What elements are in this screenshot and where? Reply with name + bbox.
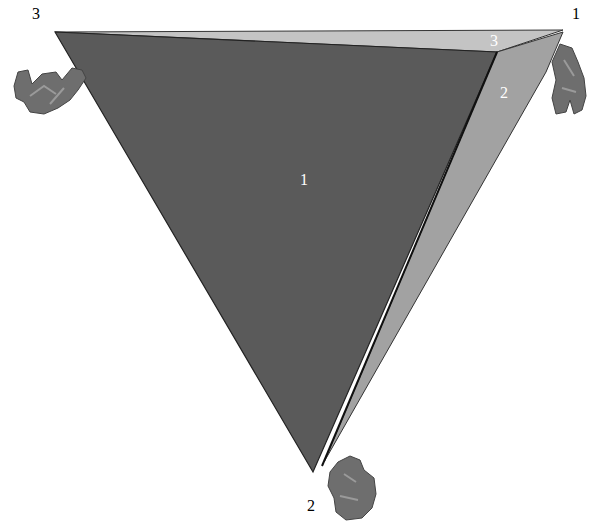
vertex-number: 2: [307, 498, 315, 514]
face-number: 1: [300, 172, 308, 188]
vertex-number: 3: [32, 6, 40, 22]
figure-detail: [340, 474, 358, 500]
figure-right: [552, 44, 586, 114]
figure-detail: [30, 86, 64, 104]
vertex-number: 1: [572, 6, 580, 22]
figure-left: [14, 68, 86, 114]
figure-bottom: [328, 456, 376, 520]
face-number: 2: [500, 85, 508, 101]
face-number: 3: [490, 33, 498, 49]
edge-line: [322, 52, 497, 466]
front-face: [55, 32, 497, 472]
figure-detail: [562, 60, 576, 92]
